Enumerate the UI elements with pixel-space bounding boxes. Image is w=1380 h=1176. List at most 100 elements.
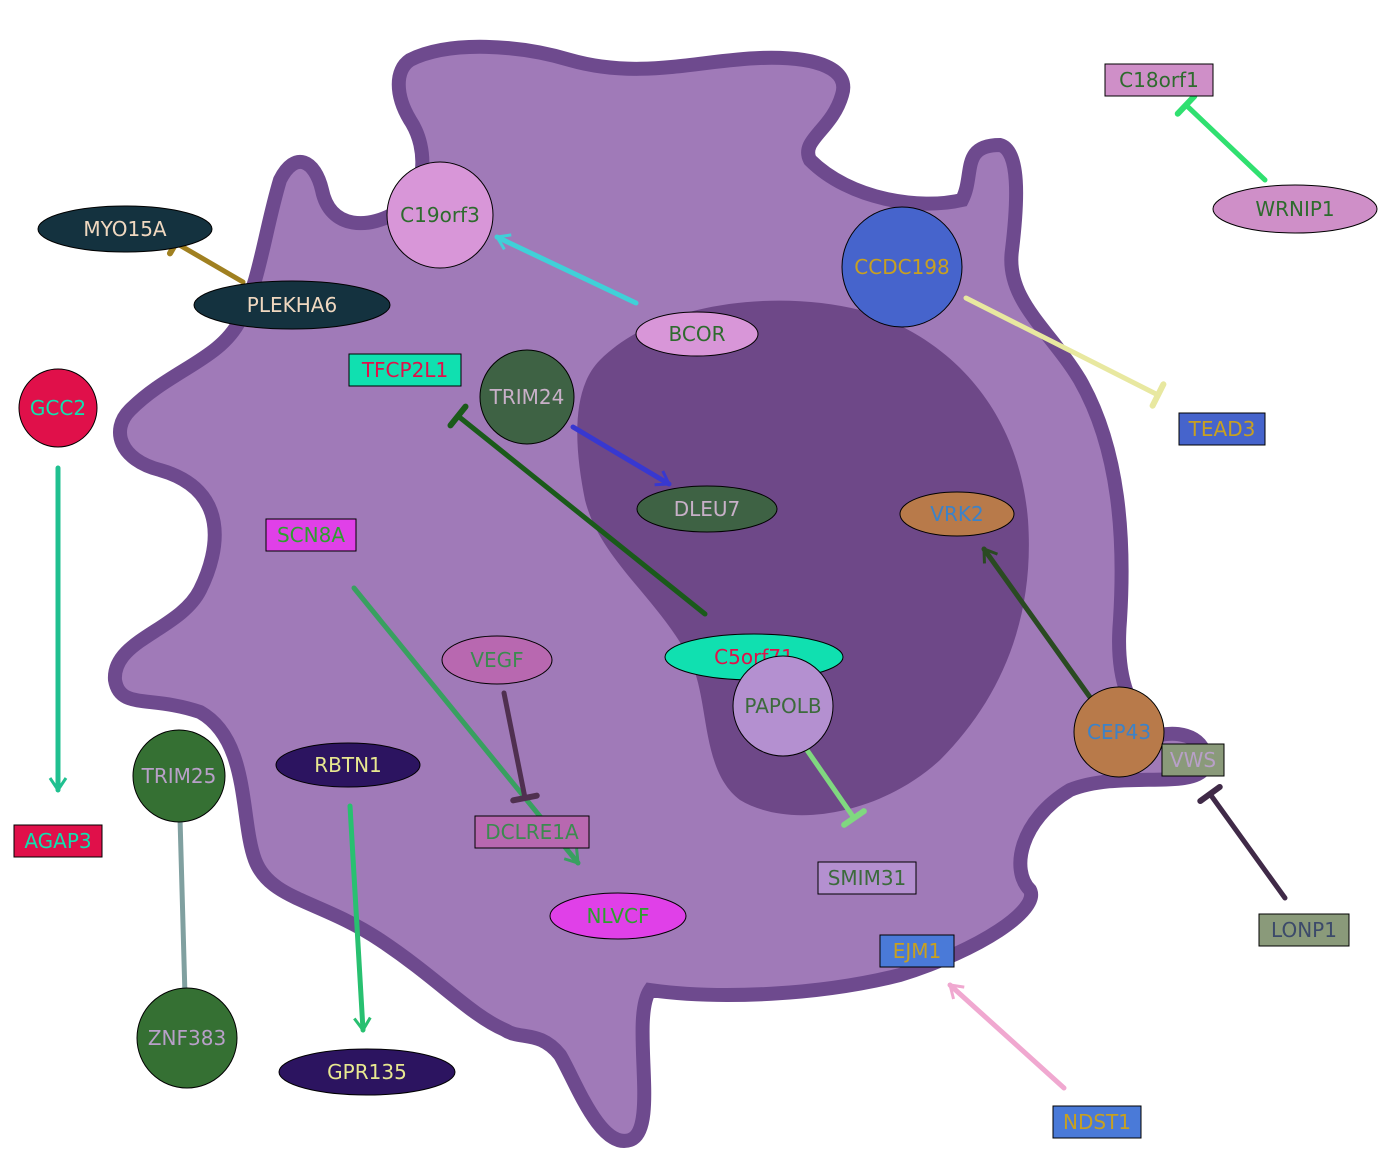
node-vegf[interactable]: VEGF [441,635,553,685]
node-label: DCLRE1A [485,820,579,844]
node-agap3[interactable]: AGAP3 [13,824,103,858]
node-rbtn1[interactable]: RBTN1 [275,742,421,788]
node-ndst1[interactable]: NDST1 [1052,1105,1142,1139]
node-tead3[interactable]: TEAD3 [1178,412,1266,446]
inhibition-bar [1197,783,1223,805]
nucleus [577,300,1029,816]
activation-arrowhead [947,983,965,1000]
node-papolb[interactable]: PAPOLB [732,655,834,757]
edge-gcc2-to-agap3 [48,465,68,793]
edge-trim24-to-dleu7 [570,424,672,487]
edge-line [455,413,708,617]
node-c19orf3[interactable]: C19orf3 [386,161,494,269]
node-gcc2[interactable]: GCC2 [18,368,98,448]
node-smim31[interactable]: SMIM31 [817,861,917,895]
node-label: C18orf1 [1119,68,1199,92]
ellipse-shape [899,491,1015,537]
ellipse-shape [275,742,421,788]
edge-line [173,240,246,285]
node-label: TRIM25 [141,764,217,788]
edge-lonp1-to-vws [1197,783,1288,901]
node-label: CCDC198 [854,255,949,279]
inhibition-bar [1174,93,1198,117]
rect-shape [1178,412,1266,446]
rect-shape [1258,913,1350,947]
node-myo15a[interactable]: MYO15A [37,205,213,253]
edge-ccdc198-to-tead3 [963,295,1167,409]
node-label: PAPOLB [744,694,821,718]
edge-line [1183,102,1268,183]
rect-shape [13,824,103,858]
edge-vegf-to-dclre1a [501,690,540,804]
activation-arrowhead [982,546,999,564]
node-label: RBTN1 [314,753,382,777]
node-label: NDST1 [1063,1110,1131,1134]
activation-arrowhead [654,470,672,487]
edge-papolb-to-smim31 [797,737,867,828]
node-znf383[interactable]: ZNF383 [136,987,238,1089]
inhibition-bar [447,403,469,429]
ellipse-shape [1212,184,1378,234]
ellipse-shape [193,280,391,330]
rect-shape [879,934,955,968]
rect-shape [1161,743,1225,777]
node-label: C19orf3 [400,203,480,227]
circle-shape [479,349,575,445]
node-scn8a[interactable]: SCN8A [265,518,357,552]
node-cep43[interactable]: CEP43 [1073,686,1165,778]
node-wrnip1[interactable]: WRNIP1 [1212,184,1378,234]
node-label: GPR135 [327,1060,407,1084]
edge-line [947,982,1067,1091]
edge-line [501,690,528,801]
node-label: VRK2 [930,502,983,526]
edge-trim25-to-znf383 [170,815,200,1000]
node-trim24[interactable]: TRIM24 [479,349,575,445]
node-dclre1a[interactable]: DCLRE1A [474,815,590,849]
edge-c5orf71-to-tfcp2l1 [447,403,708,617]
node-ccdc198[interactable]: CCDC198 [841,206,963,328]
node-label: TEAD3 [1188,417,1256,441]
node-c18orf1[interactable]: C18orf1 [1104,63,1214,97]
rect-shape [265,518,357,552]
inhibition-bar [1149,381,1167,409]
node-label: AGAP3 [24,829,91,853]
rect-shape [1052,1105,1142,1139]
edge-line [494,234,639,306]
edge-rbtn1-to-gpr135 [347,803,372,1033]
edge-line [570,424,672,487]
inhibition-bar [510,792,540,804]
inhibition-bar [841,808,867,828]
node-label: MYO15A [83,217,167,241]
circle-shape [732,655,834,757]
node-vrk2[interactable]: VRK2 [899,491,1015,537]
node-nlvcf[interactable]: NLVCF [549,892,687,940]
edge-line [1207,791,1288,901]
ellipse-shape [37,205,213,253]
circle-shape [1073,686,1165,778]
node-label: GCC2 [30,396,86,420]
node-vws[interactable]: VWS [1161,743,1225,777]
edge-line [981,546,1095,703]
ellipse-shape [635,311,759,357]
node-tfcp2l1[interactable]: TFCP2L1 [348,353,462,387]
circle-shape [841,206,963,328]
node-label: PLEKHA6 [247,293,337,317]
node-lonp1[interactable]: LONP1 [1258,913,1350,947]
node-label: CEP43 [1087,720,1151,744]
activation-arrowhead [353,1016,372,1033]
rect-shape [474,815,590,849]
cell [108,39,1213,1148]
node-ejm1[interactable]: EJM1 [879,934,955,968]
node-bcor[interactable]: BCOR [635,311,759,357]
rect-shape [348,353,462,387]
edge-wrnip1-to-c18orf1 [1174,93,1268,183]
node-plekha6[interactable]: PLEKHA6 [193,280,391,330]
activation-arrowhead [494,233,512,251]
node-gpr135[interactable]: GPR135 [278,1048,456,1096]
node-trim25[interactable]: TRIM25 [132,729,226,823]
node-dleu7[interactable]: DLEU7 [636,485,778,533]
rect-shape [1104,63,1214,97]
edge-line [177,815,188,999]
